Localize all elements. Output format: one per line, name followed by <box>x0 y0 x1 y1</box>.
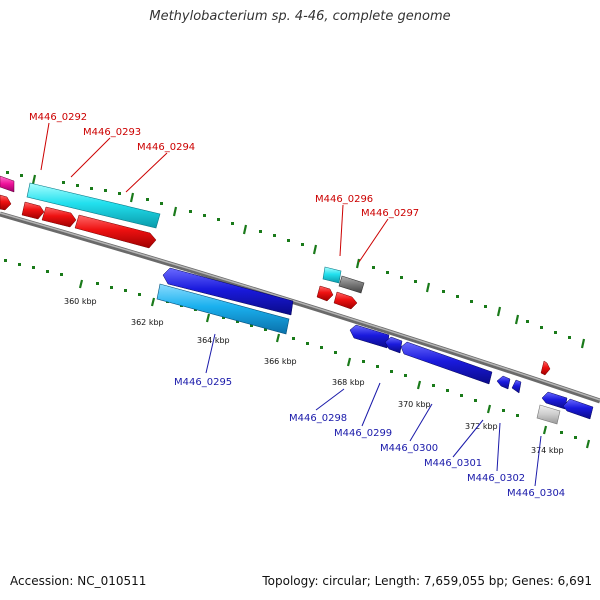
gene-feature[interactable] <box>316 285 334 302</box>
gene-labels-bottom: M446_0295 M446_0298 M446_0299 M446_0300 … <box>174 377 565 499</box>
upper-tick-majors <box>31 174 586 349</box>
gene-feature[interactable] <box>74 214 157 249</box>
genome-summary-text: Topology: circular; Length: 7,659,055 bp… <box>262 574 592 588</box>
gene-label[interactable]: M446_0292 <box>29 112 87 123</box>
gene-feature[interactable] <box>26 182 161 229</box>
gene-feature[interactable] <box>156 283 290 335</box>
gene-label[interactable]: M446_0300 <box>380 443 438 454</box>
gene-label[interactable]: M446_0299 <box>334 428 392 439</box>
gene-feature[interactable] <box>41 206 77 228</box>
gene-feature[interactable] <box>540 360 551 376</box>
callouts-top <box>40 122 389 263</box>
kbp-label: 362 kbp <box>131 318 164 327</box>
gene-feature[interactable] <box>338 275 365 294</box>
gene-label[interactable]: M446_0294 <box>137 142 195 153</box>
gene-label[interactable]: M446_0295 <box>174 377 232 388</box>
kbp-label: 374 kbp <box>531 446 564 455</box>
gene-label[interactable]: M446_0297 <box>361 208 419 219</box>
gene-feature[interactable] <box>0 175 15 193</box>
gene-feature[interactable] <box>349 324 390 349</box>
genome-backbone <box>0 211 600 404</box>
gene-features-blue[interactable] <box>162 267 594 420</box>
gene-feature[interactable] <box>21 201 45 220</box>
gene-feature[interactable] <box>322 266 342 284</box>
gene-feature[interactable] <box>400 341 493 385</box>
gene-label[interactable]: M446_0296 <box>315 194 373 205</box>
gene-label[interactable]: M446_0293 <box>83 127 141 138</box>
kbp-label: 372 kbp <box>465 422 498 431</box>
gene-feature[interactable] <box>333 291 358 310</box>
lower-tick-ring <box>4 259 577 439</box>
gene-features-outer[interactable] <box>0 175 365 294</box>
gene-feature[interactable] <box>511 379 522 394</box>
gene-feature[interactable] <box>541 391 568 410</box>
gene-label[interactable]: M446_0301 <box>424 458 482 469</box>
gene-label[interactable]: M446_0302 <box>467 473 525 484</box>
gene-feature[interactable] <box>162 267 294 316</box>
gene-feature[interactable] <box>536 404 561 425</box>
kbp-label: 368 kbp <box>332 378 365 387</box>
gene-feature[interactable] <box>0 194 12 211</box>
map-title: Methylobacterium sp. 4-46, complete geno… <box>149 9 451 24</box>
gene-feature[interactable] <box>496 375 511 390</box>
gene-feature[interactable] <box>562 398 594 420</box>
upper-tick-ring <box>6 171 571 339</box>
gene-features-red[interactable] <box>0 194 551 376</box>
accession-text: Accession: NC_010511 <box>10 574 147 588</box>
gene-labels-top: M446_0292 M446_0293 M446_0294 M446_0296 … <box>29 112 419 219</box>
kbp-label: 370 kbp <box>398 400 431 409</box>
callouts-bottom <box>205 333 542 487</box>
gene-label[interactable]: M446_0298 <box>289 413 347 424</box>
gene-features-inner[interactable] <box>156 283 561 425</box>
kbp-label: 360 kbp <box>64 297 97 306</box>
gene-feature[interactable] <box>384 336 403 354</box>
lower-tick-majors <box>78 279 591 449</box>
gene-label[interactable]: M446_0304 <box>507 488 565 499</box>
kbp-label: 366 kbp <box>264 357 297 366</box>
